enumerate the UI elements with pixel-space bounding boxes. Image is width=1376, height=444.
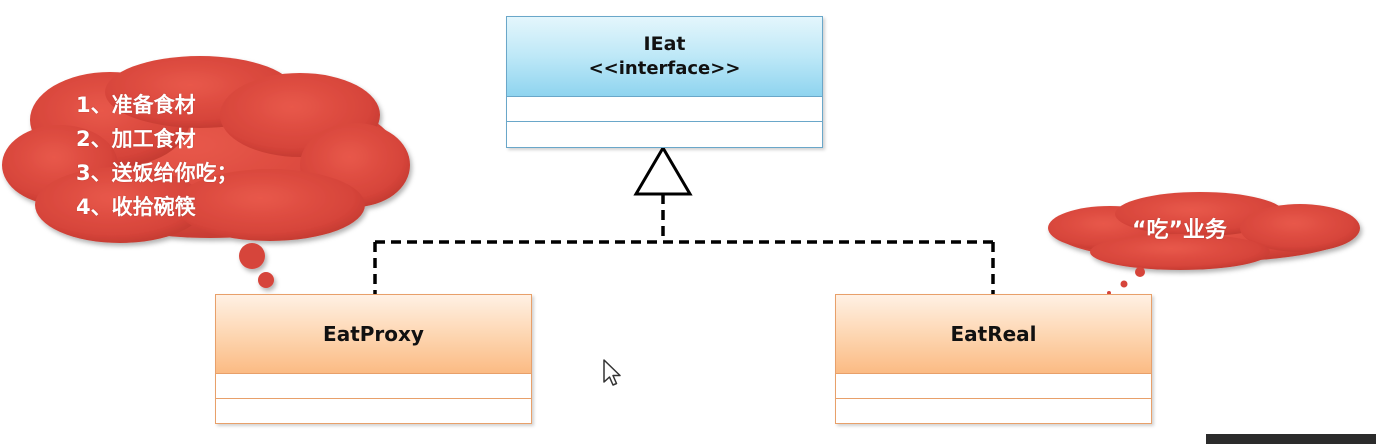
proxy-note-item-number: 1、 bbox=[76, 93, 112, 117]
realization-arrowhead bbox=[633, 145, 693, 196]
proxy-thought-cloud bbox=[2, 56, 410, 243]
proxy-note-item: 3、送饭给你吃； bbox=[76, 156, 238, 190]
proxy-note-item: 1、准备食材 bbox=[76, 88, 238, 122]
proxy-note-item-text: 加工食材 bbox=[111, 127, 196, 151]
proxy-note-item-text: 送饭给你吃； bbox=[111, 161, 238, 185]
ieat-interface-box[interactable]: IEat <<interface>> bbox=[506, 16, 823, 148]
eatproxy-attributes-compartment bbox=[216, 373, 531, 398]
eatreal-attributes-compartment bbox=[836, 373, 1151, 398]
proxy-note-item-text: 准备食材 bbox=[111, 93, 196, 117]
ieat-attributes-compartment bbox=[507, 96, 822, 121]
real-note-label: “吃”业务 bbox=[1132, 218, 1227, 243]
proxy-note-item-number: 4、 bbox=[76, 195, 112, 219]
proxy-note-item-number: 3、 bbox=[76, 161, 112, 185]
mouse-pointer-icon bbox=[603, 359, 621, 386]
interface-stereotype: <<interface>> bbox=[588, 58, 741, 80]
real-cloud-trail bbox=[1107, 267, 1145, 295]
ieat-operations-compartment bbox=[507, 121, 822, 147]
eatreal-class-name: EatReal bbox=[950, 321, 1037, 346]
proxy-note-item: 2、加工食材 bbox=[76, 122, 238, 156]
taskbar-strip bbox=[1206, 434, 1376, 444]
eatreal-operations-compartment bbox=[836, 398, 1151, 423]
interface-name: IEat bbox=[643, 32, 686, 55]
real-note-text: “吃”业务 bbox=[1132, 214, 1227, 248]
eatproxy-class-header: EatProxy bbox=[216, 295, 531, 373]
proxy-note-item-number: 2、 bbox=[76, 127, 112, 151]
ieat-interface-header: IEat <<interface>> bbox=[507, 17, 822, 96]
real-thought-cloud bbox=[1048, 192, 1360, 270]
proxy-note-text: 1、准备食材 2、加工食材 3、送饭给你吃； 4、收拾碗筷 bbox=[76, 88, 238, 224]
eatproxy-operations-compartment bbox=[216, 398, 531, 423]
proxy-note-item-text: 收拾碗筷 bbox=[111, 195, 196, 219]
realization-connectors bbox=[373, 194, 995, 294]
eatreal-class-box[interactable]: EatReal bbox=[835, 294, 1152, 424]
eatproxy-class-box[interactable]: EatProxy bbox=[215, 294, 532, 424]
eatproxy-class-name: EatProxy bbox=[323, 321, 424, 346]
proxy-note-item: 4、收拾碗筷 bbox=[76, 190, 238, 224]
eatreal-class-header: EatReal bbox=[836, 295, 1151, 373]
